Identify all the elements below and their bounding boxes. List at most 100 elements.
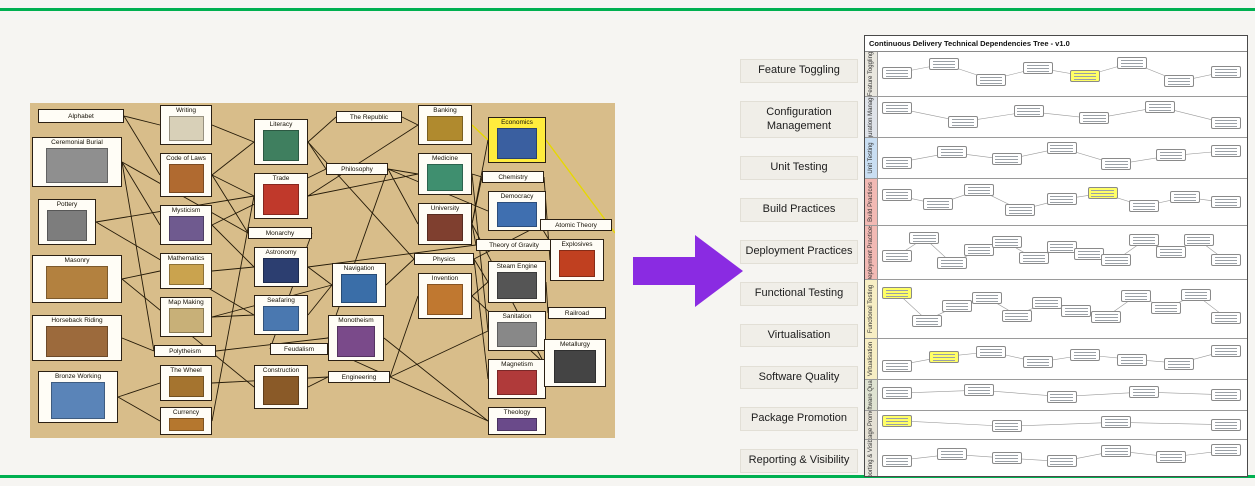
cd-row-functional-testing: Functional Testing <box>865 280 1247 340</box>
cd-node-text <box>1083 115 1106 123</box>
sidebar-label-package-promotion: Package Promotion <box>740 407 858 432</box>
cd-node <box>882 454 912 467</box>
cd-node-text <box>1050 196 1073 204</box>
tech-node-label: Code of Laws <box>166 155 206 162</box>
cd-node <box>1151 302 1182 315</box>
cd-node-text <box>1159 248 1183 256</box>
tech-node-the-wheel: The Wheel <box>160 365 212 401</box>
tech-node-image <box>262 306 300 331</box>
cd-node-text <box>979 349 1003 357</box>
cd-row-band: Functional Testing <box>865 280 878 339</box>
cd-row-band: Build Practices <box>865 178 878 225</box>
cd-node-text <box>885 457 909 465</box>
tech-node-image <box>497 370 537 395</box>
arrow-svg <box>633 235 743 307</box>
cd-node <box>1019 251 1050 264</box>
cd-row-unit-testing: Unit Testing <box>865 137 1247 179</box>
cd-node-text <box>885 362 909 370</box>
tech-node-label: Philosophy <box>341 165 373 173</box>
cd-row-deployment-practices: Deployment Practices <box>865 225 1247 281</box>
cd-node-text <box>1214 199 1238 207</box>
sidebar-label-deployment-practices: Deployment Practices <box>740 240 858 264</box>
tech-node-steam-engine: Steam Engine <box>488 261 546 303</box>
cd-row-canvas <box>878 280 1247 338</box>
cd-node <box>1091 311 1122 324</box>
cd-node <box>1101 444 1132 457</box>
tech-node-label: Metallurgy <box>560 341 590 348</box>
tech-node-image <box>262 130 300 161</box>
tech-node-atomic-theory: Atomic Theory <box>540 219 612 231</box>
cd-row-band: Software Quality <box>865 380 878 411</box>
tech-node-label: Magnetism <box>501 361 533 368</box>
cd-node <box>1001 309 1032 322</box>
cd-node-text <box>1214 68 1238 76</box>
cd-node-text <box>885 192 909 200</box>
tech-node-label: Atomic Theory <box>555 221 597 229</box>
cd-node-text <box>945 303 968 311</box>
tech-node-label: University <box>430 205 460 212</box>
cd-node-text <box>1154 305 1178 313</box>
cd-node <box>971 291 1002 304</box>
sidebar-label-functional-testing: Functional Testing <box>740 281 858 306</box>
cd-node <box>1101 416 1132 429</box>
cd-node-text <box>1214 392 1238 400</box>
cd-row-connectors <box>896 106 1227 124</box>
cd-node <box>882 156 912 169</box>
tech-node-code-of-laws: Code of Laws <box>160 153 212 197</box>
tech-node-image <box>46 326 108 357</box>
tech-node-label: Horseback Riding <box>51 317 103 324</box>
cd-row-feature-toggling: Feature Toggling <box>865 52 1247 97</box>
cd-node <box>882 414 912 427</box>
tech-node-image <box>47 210 87 241</box>
cd-chart-title: Continuous Delivery Technical Dependenci… <box>865 36 1247 52</box>
cd-node <box>964 243 995 256</box>
cd-node <box>1164 357 1194 370</box>
cd-node-text <box>968 186 991 194</box>
tech-node-label: Literacy <box>269 121 293 128</box>
cd-node-text <box>1077 250 1101 258</box>
cd-node-text <box>1073 73 1097 80</box>
cd-node-text <box>1105 256 1128 264</box>
tech-node-image <box>497 202 537 227</box>
cd-node-text <box>1091 190 1114 198</box>
cd-node <box>1164 75 1194 88</box>
tech-node-image <box>426 164 464 191</box>
tech-node-label: Seafaring <box>267 297 295 304</box>
cd-node-text <box>913 234 936 242</box>
cd-node <box>882 67 912 79</box>
cd-node-text <box>1120 356 1144 364</box>
cd-node <box>1211 144 1241 157</box>
cd-node-text <box>1022 254 1046 262</box>
cd-node <box>1046 455 1077 468</box>
tech-node-image <box>46 148 108 183</box>
arrow-polygon <box>633 235 743 307</box>
cd-node-text <box>885 105 909 113</box>
cd-node <box>991 452 1022 465</box>
cd-node <box>1079 112 1110 125</box>
cd-row-band: Package Promotion <box>865 411 878 440</box>
cd-node-text <box>1187 236 1210 244</box>
cd-node <box>947 115 978 128</box>
cd-row-band: Reporting & Visibility <box>865 440 878 476</box>
cd-node <box>1145 100 1176 113</box>
tech-node-writing: Writing <box>160 105 212 145</box>
tech-node-label: Construction <box>262 367 300 374</box>
cd-node <box>1023 61 1053 74</box>
tech-node-banking: Banking <box>418 105 472 145</box>
cd-node-text <box>1073 352 1097 360</box>
cd-node-text <box>1148 103 1172 111</box>
tech-node-image <box>168 376 204 397</box>
cd-node-text <box>1167 78 1191 86</box>
cd-node <box>1073 247 1104 260</box>
cd-node-text <box>1005 312 1028 320</box>
tech-node-literacy: Literacy <box>254 119 308 165</box>
cd-node-text <box>1132 202 1155 210</box>
cd-node-text <box>1132 389 1155 397</box>
tech-node-theology: Theology <box>488 407 546 435</box>
cd-node-text <box>932 61 956 68</box>
tech-node-label: Explosives <box>561 241 593 248</box>
tech-node-trade: Trade <box>254 173 308 219</box>
cd-node-text <box>979 76 1003 84</box>
tech-node-image <box>340 274 378 303</box>
cd-row-band-label: Reporting & Visibility <box>868 440 874 476</box>
